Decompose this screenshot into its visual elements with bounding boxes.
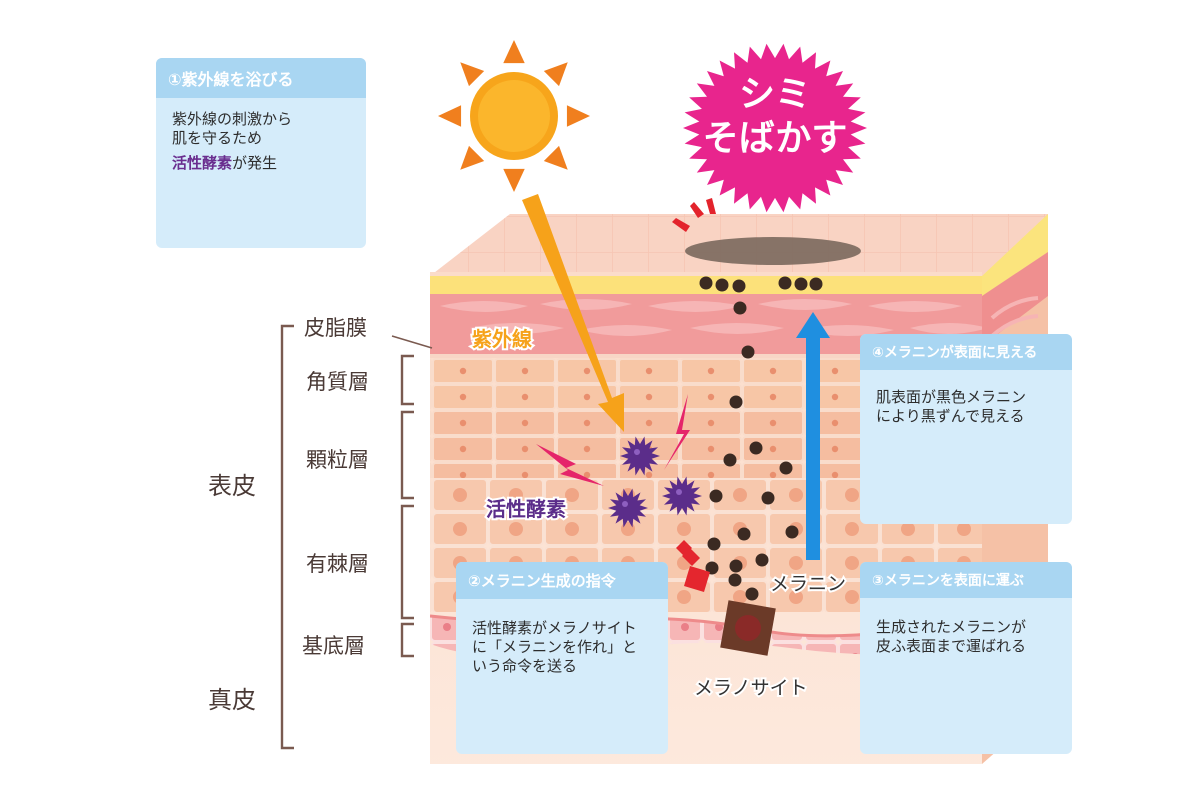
melanocyte-label: メラノサイト [694, 677, 808, 699]
melanin-particle [723, 453, 737, 467]
step3-line2: 皮ふ表面まで運ばれる [876, 637, 1027, 655]
melanin-particle [707, 537, 721, 551]
step2-box: ②メラニン生成の指令 活性酵素がメラノサイト に「メラニンを作れ」と いう命令を… [456, 562, 668, 754]
alert-icon [672, 198, 716, 232]
uv-arrow [522, 194, 624, 432]
step2-line2: に「メラニンを作れ」と [472, 638, 638, 656]
sun-ray [438, 105, 462, 127]
melanin-particle [728, 573, 742, 587]
label-basal: 基底層 [302, 634, 365, 658]
melanin-particle [733, 301, 747, 315]
step1-box: ①紫外線を浴びる 紫外線の刺激から 肌を守るため 活性酵素が発生 [156, 58, 366, 248]
sun-ray [460, 145, 485, 170]
label-spinous: 有棘層 [306, 552, 369, 576]
melanin-particle [745, 587, 759, 601]
sun-icon [438, 40, 590, 192]
uv-label: 紫外線 [472, 327, 532, 351]
melanin-particle [737, 527, 751, 541]
melanin-particle [755, 553, 769, 567]
sun-ray [543, 62, 568, 87]
sun-ray [503, 168, 525, 192]
melanin-particles [699, 276, 823, 601]
melanin-particle [794, 277, 808, 291]
sun-ray [543, 145, 568, 170]
step4-line1: 肌表面が黒色メラニン [876, 388, 1027, 406]
melanin-particle [729, 395, 743, 409]
step4-box: ④メラニンが表面に見える 肌表面が黒色メラニン により黒ずんで見える [860, 334, 1072, 524]
starburst-icon: シミ そばかす [683, 43, 867, 213]
step2-line3: いう命令を送る [472, 657, 578, 675]
signal-arrow [676, 540, 710, 592]
free-radical-highlight [634, 449, 640, 455]
melanin-particle [709, 489, 723, 503]
melanin-particle [741, 345, 755, 359]
layer-brackets [280, 324, 433, 750]
melanin-particle [761, 491, 775, 505]
sun-ray [460, 62, 485, 87]
dark-spot [685, 237, 861, 265]
label-dermis: 真皮 [208, 686, 256, 714]
free-radical-icons [608, 436, 702, 528]
step1-highlight: 活性酵素 [172, 154, 233, 172]
melanocyte-icon [720, 600, 776, 656]
melanin-particle [779, 461, 793, 475]
step4-title: ④メラニンが表面に見える [860, 334, 1072, 370]
step2-title: ②メラニン生成の指令 [456, 562, 668, 599]
melanin-particle [699, 276, 713, 290]
melanin-particle [809, 277, 823, 291]
free-radical-label: 活性酵素 [486, 497, 566, 521]
label-stratum-corneum: 角質層 [306, 370, 369, 394]
step1-line2: 肌を守るため [172, 129, 263, 147]
step4-line2: により黒ずんで見える [876, 407, 1025, 425]
step3-title: ③メラニンを表面に運ぶ [860, 562, 1072, 598]
burst-line1: シミ [739, 74, 811, 115]
step1-line3: が発生 [232, 154, 278, 172]
skin-top-surface [430, 214, 1048, 276]
step1-line1: 紫外線の刺激から [172, 110, 293, 128]
free-radical-highlight [676, 489, 682, 495]
step1-title: ①紫外線を浴びる [156, 58, 366, 98]
step2-line1: 活性酵素がメラノサイト [472, 619, 637, 637]
melanin-particle [729, 559, 743, 573]
free-radical-highlight [622, 501, 628, 507]
melanin-particle [749, 441, 763, 455]
melanin-label: メラニン [770, 573, 846, 595]
sun-ray [566, 105, 590, 127]
free-radical [620, 436, 660, 476]
free-radical [608, 488, 648, 528]
melanin-particle [778, 276, 792, 290]
label-granular: 顆粒層 [306, 448, 369, 472]
step3-line1: 生成されたメラニンが [876, 618, 1027, 636]
burst-line2: そばかす [703, 118, 848, 159]
melanin-particle [715, 278, 729, 292]
melanin-particle [732, 279, 746, 293]
step3-box: ③メラニンを表面に運ぶ 生成されたメラニンが 皮ふ表面まで運ばれる [860, 562, 1072, 754]
sun-ray [503, 40, 525, 64]
melanin-particle [705, 561, 719, 575]
label-sebum-film: 皮脂膜 [304, 316, 367, 340]
label-epidermis: 表皮 [208, 472, 256, 500]
melanin-particle [785, 525, 799, 539]
lightning-icon [536, 394, 690, 486]
melanin-up-arrow [796, 312, 830, 560]
free-radical [662, 476, 702, 516]
